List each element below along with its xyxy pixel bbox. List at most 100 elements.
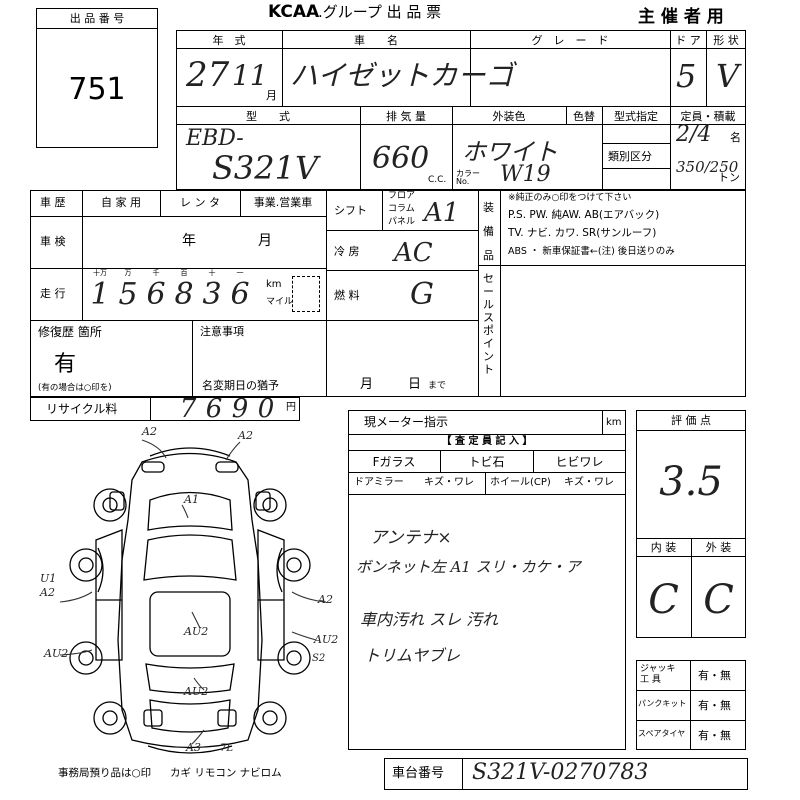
crack-label: ヒビワレ [555, 455, 604, 469]
exterior-label: 外 装 [705, 541, 732, 554]
inspection-label: 車 検 [40, 235, 66, 248]
damage-mark: A3 [186, 741, 201, 754]
puncture-kit-label: パンクキット [638, 699, 687, 708]
chassis-number: S321V-0270783 [472, 760, 649, 785]
mileage-digit: 6 [146, 277, 166, 312]
puncture-kit-opts: 有・無 [698, 699, 731, 712]
inspector-box [348, 410, 626, 750]
model-label: 型 式 [246, 110, 290, 123]
equipment-label: 装 備 品 [483, 201, 494, 262]
displacement-label: 排 気 量 [386, 110, 426, 123]
spare-tire-opts: 有・無 [698, 729, 731, 742]
month-value: 11 [232, 59, 268, 92]
interior-grade: C [648, 577, 679, 623]
meter-label: 現メーター指示 [364, 415, 449, 429]
wheel-label: ホイール(CP) [490, 477, 551, 488]
lot-number-label: 出 品 番 号 [69, 12, 125, 25]
damage-mark: AU2 [184, 685, 209, 698]
chassis-label: 車台番号 [392, 766, 445, 781]
ac-label: 冷 房 [334, 245, 360, 258]
mileage-label: 走 行 [40, 287, 66, 300]
mileage-digit: 8 [174, 277, 194, 312]
score-value: 3.5 [659, 459, 723, 505]
business-use: 事業.営業車 [253, 196, 313, 209]
damage-mark: AU2 [44, 647, 69, 660]
mileage-digit-label: 百 [180, 269, 188, 277]
notes-label: 注意事項 [200, 325, 244, 338]
score-label: 評 価 点 [671, 414, 711, 427]
equipment-line-3: ABS ・ 新車保証書←(注) 後日送りのみ [508, 246, 675, 257]
equipment-note: ※純正のみ○印をつけて下さい [508, 193, 632, 203]
door-mirror-opts: キズ・ワレ [424, 477, 474, 488]
front-glass-label: Fガラス [372, 455, 416, 469]
jack-tool-label: ジャッキ 工 具 [640, 664, 676, 685]
private-use: 自 家 用 [101, 196, 141, 209]
car-name-label: 車 名 [354, 34, 398, 47]
recycle-fee-box [30, 397, 300, 421]
type-designation-label: 型式指定 [614, 110, 658, 123]
wheel-opts: キズ・ワレ [564, 477, 614, 488]
repair-note: (有の場合は○印を) [38, 383, 112, 393]
tools-box [636, 660, 746, 750]
mileage-unit-km: km [266, 279, 282, 290]
class-label: 類別区分 [608, 150, 652, 163]
mileage-digit-label: 万 [124, 269, 132, 277]
mileage-digit: 1 [90, 277, 110, 312]
year-label: 年 式 [212, 34, 246, 47]
recycle-digit: 9 [231, 394, 249, 424]
office-note: 事務局預り品は○印 [58, 767, 152, 779]
vehicle-table [176, 30, 746, 190]
shift-label: シフト [334, 204, 367, 217]
form-title: .グループ 出 品 票 [318, 3, 442, 21]
repair-value: 有 [54, 352, 77, 377]
damage-mark: AU2 [314, 633, 339, 646]
org-title: KCAA [268, 2, 320, 22]
car-name-value: ハイゼットカーゴ [290, 59, 514, 92]
year-value: 27 [186, 55, 230, 95]
comment-3: 車内汚れ スレ 汚れ [360, 610, 499, 629]
mileage-digit: 5 [118, 277, 138, 312]
mileage-digit-label: 千 [152, 269, 160, 277]
recycle-unit: 円 [286, 402, 296, 413]
comment-2: ボンネット左 A1 スリ・カケ・ア [356, 558, 581, 576]
recycle-label: リサイクル料 [46, 402, 118, 416]
organizer-label: 主 催 者 用 [638, 7, 724, 27]
name-change-month: 月 [360, 377, 374, 392]
name-change-until: まで [428, 381, 447, 391]
fuel-value: G [410, 277, 434, 312]
mileage-digit-label: 十 [208, 269, 216, 277]
damage-mark: A2 [318, 593, 333, 606]
damage-mark: AU2 [184, 625, 209, 638]
interior-label: 内 装 [650, 541, 677, 554]
stone-chip-label: トビ石 [468, 455, 505, 469]
model-value-2: S321V [212, 149, 319, 187]
shift-opt-column: コラム [388, 204, 415, 214]
mileage-unit-mile: マイル [266, 297, 294, 307]
equipment-line-2: TV. ナビ. カワ. SR(サンルーフ) [508, 227, 657, 239]
inspector-header: 【 査 定 員 記 入 】 [441, 436, 533, 447]
recycle-digit: 0 [257, 394, 275, 424]
lot-number: 751 [68, 72, 126, 107]
shift-value: A1 [424, 198, 460, 228]
comment-4: トリムヤブレ [364, 646, 461, 665]
displacement-unit: C.C. [428, 175, 447, 185]
ac-value: AC [394, 238, 433, 268]
door-mirror-label: ドアミラー [354, 477, 404, 488]
name-change-day: 日 [408, 377, 422, 392]
mileage-digit: 3 [202, 277, 222, 312]
displacement-value: 660 [372, 141, 430, 176]
meter-unit: km [606, 417, 622, 428]
shift-opt-floor: フロア [388, 191, 416, 201]
comment-1: アンテナ× [370, 528, 452, 548]
capacity-load-unit: トン [718, 171, 740, 184]
color-no-label: カラー No. [456, 169, 480, 186]
jack-tool-opts: 有・無 [698, 669, 731, 682]
recycle-digit: 7 [179, 394, 197, 424]
mileage-digit: 6 [230, 277, 250, 312]
shape-label: 形 状 [713, 34, 739, 47]
lot-number-box [36, 8, 158, 148]
damage-mark: A2 [142, 425, 157, 438]
exterior-color-label: 外装色 [492, 110, 526, 123]
exterior-grade: C [703, 577, 734, 623]
history-label: 車 歴 [40, 196, 66, 209]
